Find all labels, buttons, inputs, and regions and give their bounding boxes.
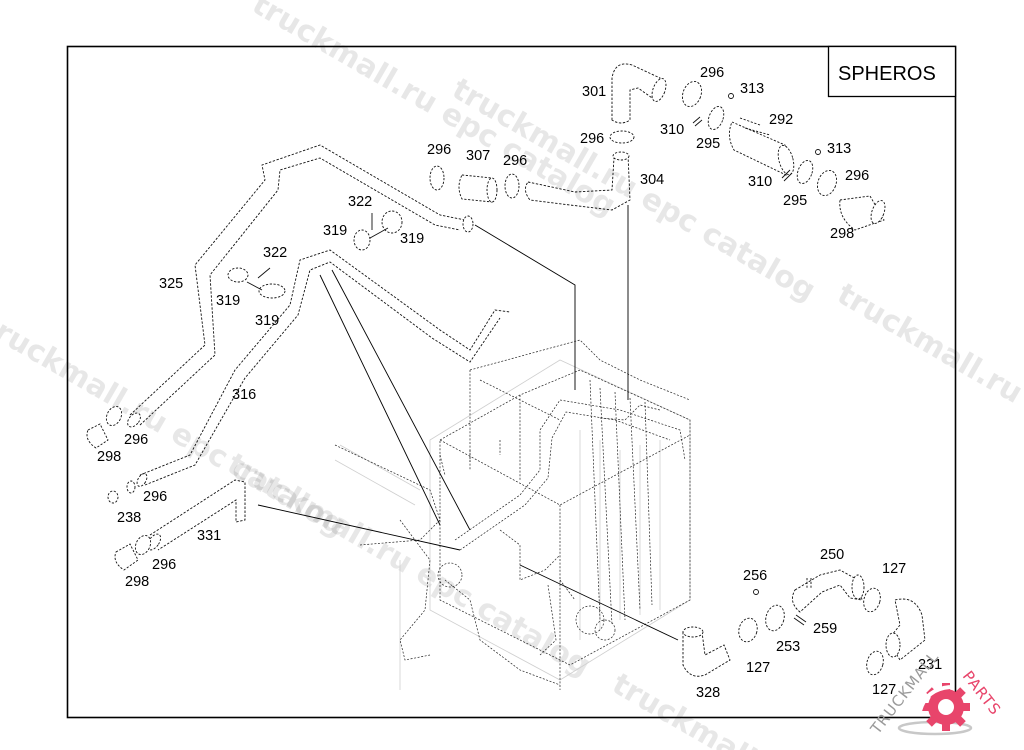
callout-319[interactable]: 319 [216, 293, 240, 309]
watermark-text: truckmall.ru [606, 667, 804, 750]
callout-250[interactable]: 250 [820, 547, 844, 563]
callout-238[interactable]: 238 [117, 510, 141, 526]
callout-322[interactable]: 322 [348, 194, 372, 210]
callout-296[interactable]: 296 [427, 142, 451, 158]
callout-319[interactable]: 319 [400, 231, 424, 247]
callout-labels: 301 296 313 310 295 292 296 304 313 310 … [97, 65, 942, 701]
hose-301 [611, 63, 667, 124]
callout-296[interactable]: 296 [124, 432, 148, 448]
callout-313[interactable]: 313 [827, 141, 851, 157]
hose-231 [885, 598, 926, 661]
hose-325 [127, 144, 474, 428]
callout-322[interactable]: 322 [263, 245, 287, 261]
callout-296[interactable]: 296 [845, 168, 869, 184]
clamps [86, 80, 884, 676]
callout-127[interactable]: 127 [872, 682, 896, 698]
watermark-text: truckmall.ru epc catalog [221, 447, 596, 684]
callout-298[interactable]: 298 [125, 574, 149, 590]
callout-298[interactable]: 298 [97, 449, 121, 465]
callout-127[interactable]: 127 [882, 561, 906, 577]
diagram-frame [66, 45, 957, 719]
logo-text-parts: PARTS [959, 667, 1005, 719]
heater-unit-assembly [334, 339, 691, 690]
callout-296[interactable]: 296 [143, 489, 167, 505]
leader-lines [257, 205, 679, 641]
watermark-text: truckmall.ru epc catalog [446, 72, 821, 309]
callout-296[interactable]: 296 [503, 153, 527, 169]
callout-296[interactable]: 296 [580, 131, 604, 147]
hose-304 [525, 151, 631, 211]
callout-253[interactable]: 253 [776, 639, 800, 655]
hose-298-right [839, 195, 886, 231]
callout-310[interactable]: 310 [748, 174, 772, 190]
callout-259[interactable]: 259 [813, 621, 837, 637]
hose-316 [136, 249, 511, 487]
callout-231[interactable]: 231 [918, 657, 942, 673]
callout-310[interactable]: 310 [660, 122, 684, 138]
hose-292 [729, 117, 795, 176]
brand-box: SPHEROS [827, 45, 957, 98]
callout-319[interactable]: 319 [323, 223, 347, 239]
callout-292[interactable]: 292 [769, 112, 793, 128]
hose-250 [791, 569, 865, 613]
callout-127[interactable]: 127 [746, 660, 770, 676]
hose-307 [458, 174, 498, 203]
callout-296[interactable]: 296 [152, 557, 176, 573]
hose-328 [682, 626, 731, 677]
callout-295[interactable]: 295 [696, 136, 720, 152]
callout-325[interactable]: 325 [159, 276, 183, 292]
watermark-text: truckmall.ru epc catalog [831, 277, 1024, 514]
callout-295[interactable]: 295 [783, 193, 807, 209]
callout-316[interactable]: 316 [232, 387, 256, 403]
gear-icon [918, 683, 970, 731]
callout-298[interactable]: 298 [830, 226, 854, 242]
callout-328[interactable]: 328 [696, 685, 720, 701]
callout-304[interactable]: 304 [640, 172, 664, 188]
callout-331[interactable]: 331 [197, 528, 221, 544]
callout-307[interactable]: 307 [466, 148, 490, 164]
hose-331 [146, 479, 246, 551]
callout-256[interactable]: 256 [743, 568, 767, 584]
callout-313[interactable]: 313 [740, 81, 764, 97]
callout-296[interactable]: 296 [700, 65, 724, 81]
callout-319[interactable]: 319 [255, 313, 279, 329]
brand-label: SPHEROS [838, 63, 936, 85]
callout-301[interactable]: 301 [582, 84, 606, 100]
